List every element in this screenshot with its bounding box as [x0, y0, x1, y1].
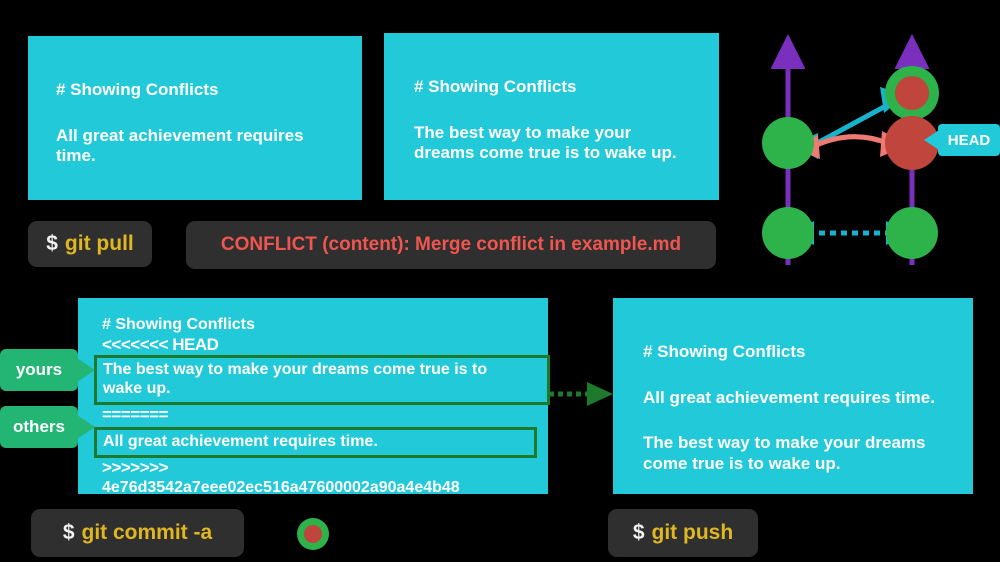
commit-node-left-bottom [762, 207, 814, 259]
commit-node-right-bottom [886, 207, 938, 259]
commit-node-merge-core [895, 76, 929, 110]
resolve-arrow-icon [549, 382, 613, 406]
terminal-command-git-push[interactable]: $ git push [608, 509, 758, 557]
callout-pointer-icon [924, 130, 939, 150]
conflict-marker-start: <<<<<<< HEAD [102, 334, 219, 354]
note-card-remote-before-pull: # Showing Conflicts The best way to make… [384, 33, 719, 200]
note-card-resolved-file: # Showing Conflicts All great achievemen… [613, 298, 973, 494]
merge-commit-node-core [304, 525, 322, 543]
callout-label-others: others [0, 406, 95, 448]
note-body: The best way to make your dreams come tr… [414, 122, 677, 163]
shell-prompt-icon: $ [632, 521, 645, 544]
callout-pointer-icon [77, 358, 95, 382]
conflict-hunk-others: All great achievement requires time. [94, 426, 537, 458]
head-label-text: HEAD [947, 131, 991, 149]
conflict-commit-hash: 4e76d3542a7eee02ec516a47600002a90a4e4b48 [102, 479, 460, 497]
note-heading: # Showing Conflicts [56, 80, 219, 99]
note-body-second: The best way to make your dreams come tr… [643, 433, 926, 474]
shell-prompt-icon: $ [62, 521, 75, 544]
terminal-command-git-pull[interactable]: $ git pull [28, 221, 152, 267]
conflict-marker-divider: ======= [102, 404, 169, 424]
callout-pointer-icon [77, 415, 95, 439]
callout-label-yours-text: yours [15, 360, 63, 379]
command-text: git push [651, 521, 734, 544]
command-text: git pull [64, 232, 134, 255]
conflict-hunk-yours-text: The best way to make your dreams come tr… [103, 360, 488, 398]
note-card-conflicted-file: # Showing Conflicts <<<<<<< HEAD The bes… [78, 298, 550, 496]
commit-node-left-top [762, 117, 814, 169]
merge-commit-node-icon [297, 518, 329, 550]
conflict-heading: # Showing Conflicts [102, 316, 255, 333]
note-card-local-before-pull: # Showing Conflicts All great achievemen… [28, 36, 362, 200]
terminal-conflict-message: CONFLICT (content): Merge conflict in ex… [186, 221, 716, 269]
commit-node-head [885, 116, 939, 170]
conflict-hunk-yours: The best way to make your dreams come tr… [94, 354, 550, 405]
shell-prompt-icon: $ [46, 232, 58, 255]
conflict-marker-end: >>>>>>> [102, 457, 169, 477]
note-heading: # Showing Conflicts [643, 342, 806, 361]
conflict-hunk-others-text: All great achievement requires time. [103, 432, 378, 450]
callout-label-yours: yours [0, 349, 95, 391]
head-pointer-callout: HEAD [924, 124, 1000, 156]
note-body: All great achievement requires time. [56, 125, 304, 166]
git-commit-graph [762, 34, 939, 265]
command-text: git commit -a [81, 521, 213, 544]
note-body-first: All great achievement requires time. [643, 387, 935, 407]
terminal-command-git-commit[interactable]: $ git commit -a [31, 509, 244, 557]
callout-label-others-text: others [13, 417, 65, 436]
note-heading: # Showing Conflicts [414, 77, 577, 96]
conflict-message-text: CONFLICT (content): Merge conflict in ex… [220, 234, 682, 255]
